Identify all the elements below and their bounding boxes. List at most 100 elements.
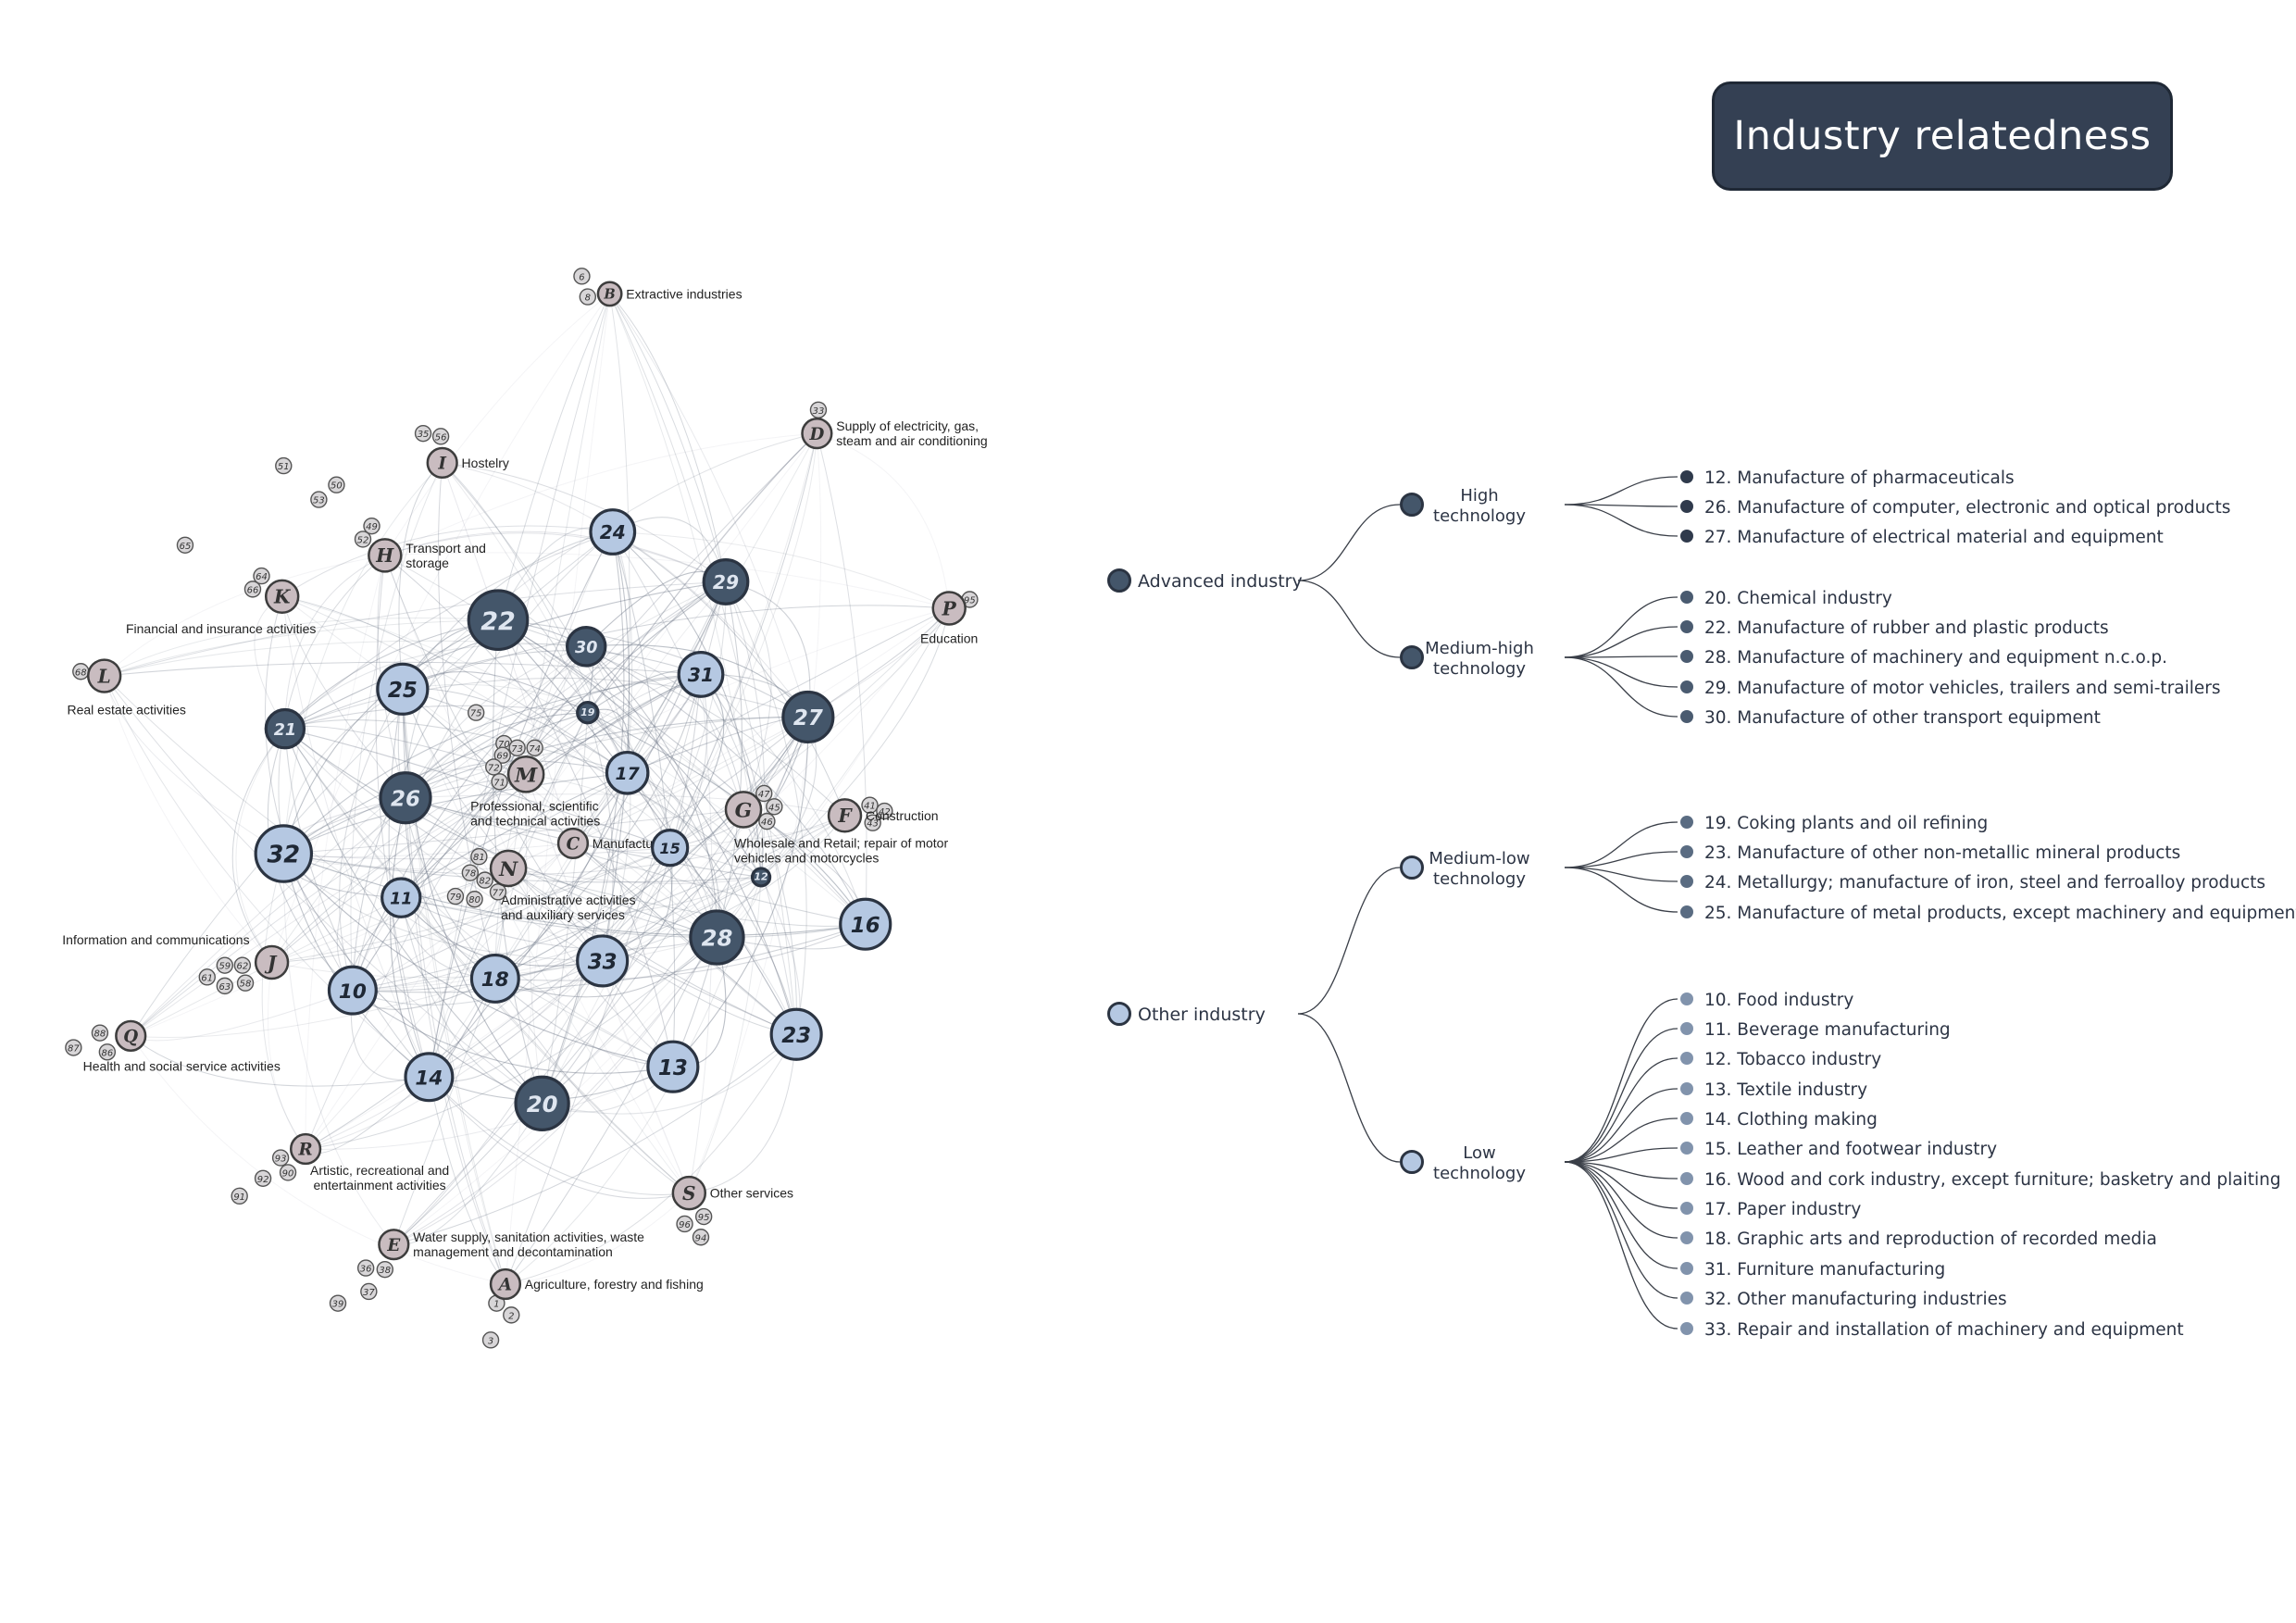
tree-item: 28. Manufacture of machinery and equipme… — [1680, 648, 2167, 668]
network-edge — [494, 645, 587, 979]
network-edge — [283, 847, 670, 860]
network-edge — [497, 619, 762, 878]
tree-item: 18. Graphic arts and reproduction of rec… — [1680, 1230, 2157, 1249]
small-node: 63 — [216, 977, 234, 995]
tree-subgroup-node — [1400, 645, 1424, 669]
small-node-label: 77 — [493, 888, 505, 898]
network-edge — [130, 712, 589, 1037]
network-edge — [405, 797, 866, 925]
small-node-label: 88 — [94, 1030, 106, 1040]
network-edge — [542, 531, 625, 1105]
network-edge — [284, 531, 613, 730]
network-edge — [306, 1066, 674, 1150]
small-node-label: 78 — [464, 869, 476, 880]
industry-node-17: 17 — [605, 750, 650, 795]
industry-node-14: 14 — [404, 1052, 455, 1103]
network-edge — [284, 728, 718, 939]
small-node-label: 96 — [679, 1220, 691, 1230]
small-node-label: 69 — [496, 752, 508, 762]
tree-item-bullet — [1680, 1231, 1693, 1244]
network-edge — [284, 728, 797, 1035]
small-node: 79 — [446, 887, 465, 905]
small-node-label: 66 — [247, 585, 259, 595]
network-edge — [442, 462, 629, 773]
network-edge — [384, 555, 718, 938]
small-node: 88 — [91, 1024, 109, 1042]
network-edge — [130, 673, 702, 1037]
chart-title: Industry relatedness — [1712, 81, 2173, 191]
tree-link — [1564, 476, 1678, 506]
network-edge — [305, 847, 671, 1150]
tree-item: 27. Manufacture of electrical material a… — [1680, 528, 2164, 547]
tree-link — [1564, 1161, 1678, 1299]
network-edge — [261, 853, 306, 1150]
network-edge — [669, 433, 817, 848]
network-edge — [505, 1033, 797, 1285]
industry-node-27: 27 — [781, 690, 835, 744]
network-edge — [429, 847, 671, 1078]
small-node-label: 6 — [579, 272, 584, 282]
small-node-label: 51 — [278, 462, 290, 472]
small-node-label: 3 — [488, 1336, 493, 1346]
tree-item-bullet — [1680, 530, 1693, 543]
network-edge — [284, 728, 670, 849]
network-edge — [268, 962, 306, 1150]
network-edge — [609, 293, 762, 878]
sector-label: Real estate activities — [67, 702, 185, 717]
small-node: 62 — [233, 956, 252, 974]
small-node: 47 — [755, 784, 773, 803]
tree-group-0: Advanced industry — [1107, 568, 1303, 593]
network-edge — [281, 525, 613, 597]
small-node: 69 — [493, 746, 511, 764]
small-node-label: 63 — [218, 982, 231, 993]
tree-link — [1564, 1161, 1678, 1239]
network-edge — [400, 432, 817, 898]
small-node: 71 — [491, 773, 508, 791]
industry-label: 30 — [575, 639, 597, 657]
small-node-label: 93 — [275, 1155, 287, 1165]
network-edge — [401, 607, 950, 899]
small-node: 72 — [485, 758, 503, 776]
network-edge — [281, 595, 718, 938]
sector-label: Water supply, sanitation activities, was… — [413, 1230, 644, 1259]
network-edge — [405, 716, 808, 799]
network-edge — [284, 728, 543, 1105]
sector-letter: D — [808, 425, 824, 444]
small-node-label: 82 — [479, 877, 491, 887]
tree-item-bullet — [1680, 875, 1693, 888]
network-edge — [401, 897, 718, 951]
industry-label: 14 — [415, 1067, 443, 1090]
network-edge — [130, 1035, 506, 1285]
network-edge — [284, 728, 603, 962]
industry-node-24: 24 — [589, 508, 637, 556]
network-edge — [609, 293, 797, 1035]
network-edge — [352, 645, 587, 991]
small-node-label: 73 — [511, 744, 523, 755]
small-node-label: 56 — [435, 432, 447, 443]
network-edge — [393, 960, 604, 1245]
tree-item-label: 33. Repair and installation of machinery… — [1704, 1320, 2184, 1340]
small-node-label: 58 — [240, 980, 252, 990]
industry-node-28: 28 — [689, 909, 745, 966]
small-node-label: 8 — [585, 293, 591, 304]
network-edge — [271, 673, 702, 963]
sector-label: Supply of electricity, gas,steam and air… — [836, 418, 987, 448]
sector-letter: B — [603, 287, 615, 303]
network-edge — [587, 712, 720, 938]
small-node-label: 41 — [864, 802, 876, 812]
network-edge — [131, 978, 495, 1038]
tree-link — [1564, 867, 1678, 882]
network-edge — [282, 854, 394, 1245]
network-edge — [442, 462, 727, 582]
network-edge — [278, 555, 386, 855]
sector-letter: M — [514, 763, 538, 787]
tree-subgroup-node — [1400, 855, 1424, 880]
small-node: 43 — [864, 814, 881, 831]
sector-label: Information and communications — [62, 932, 249, 947]
